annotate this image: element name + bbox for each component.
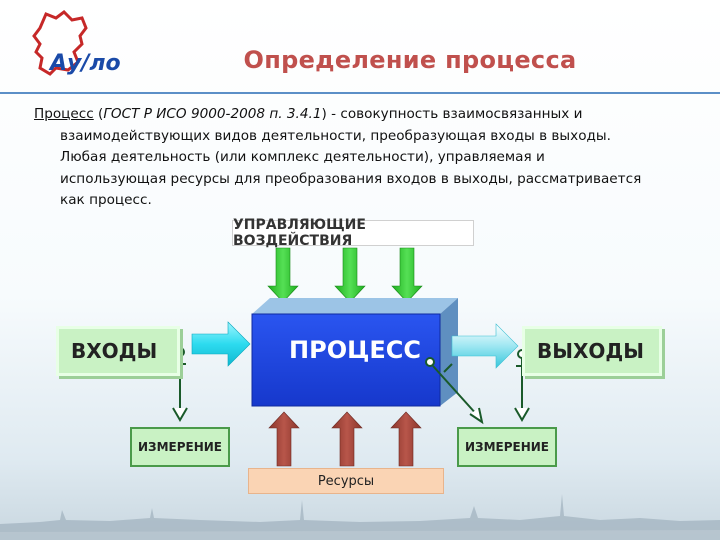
measurement-box-right: ИЗМЕРЕНИЕ	[457, 427, 557, 467]
definition-line-5: как процесс.	[60, 192, 152, 208]
logo-text: Ау/ло	[48, 51, 121, 76]
definition-line-4: использующая ресурсы для преобразования …	[60, 170, 642, 187]
resources-box: Ресурсы	[248, 468, 444, 494]
resource-arrow-1	[268, 411, 300, 467]
control-arrow-1	[267, 247, 299, 303]
definition-text: Процесс (ГОСТ Р ИСО 9000-2008 п. 3.4.1) …	[34, 104, 694, 212]
control-arrow-2	[334, 247, 366, 303]
resource-arrows	[268, 411, 422, 467]
logo: Ау/ло	[32, 10, 121, 76]
paren-open: (	[93, 106, 104, 122]
definition-line-3: Любая деятельность (или комплекс деятель…	[60, 149, 545, 165]
control-arrows	[267, 247, 423, 303]
process-label: ПРОЦЕСС	[289, 336, 421, 364]
process-box	[251, 298, 458, 407]
resource-arrow-3	[390, 411, 422, 467]
logo-map-icon	[32, 10, 88, 76]
control-influences-label: УПРАВЛЯЮЩИЕ ВОЗДЕЙСТВИЯ	[232, 217, 474, 249]
city-skyline-background	[0, 494, 720, 540]
control-arrow-3	[391, 247, 423, 303]
definition-line-1: - совокупность взаимосвязанных и	[326, 106, 583, 122]
output-arrow	[451, 323, 519, 369]
input-arrow	[191, 321, 251, 367]
paren-close: )	[321, 106, 327, 122]
resource-arrow-2	[331, 411, 363, 467]
standard-reference: ГОСТ Р ИСО 9000-2008 п. 3.4.1	[103, 106, 322, 122]
page-title: Определение процесса	[243, 46, 577, 74]
outputs-box: ВЫХОДЫ	[522, 326, 662, 376]
definition-term: Процесс	[34, 106, 94, 122]
logo-wordmark: Ау/ло	[48, 51, 121, 76]
inputs-box: ВХОДЫ	[56, 326, 180, 376]
measurement-box-left: ИЗМЕРЕНИЕ	[130, 427, 230, 467]
definition-line-2: взаимодействующих видов деятельности, пр…	[60, 127, 611, 144]
measure-connector-process	[425, 357, 484, 425]
title-divider	[0, 92, 720, 94]
